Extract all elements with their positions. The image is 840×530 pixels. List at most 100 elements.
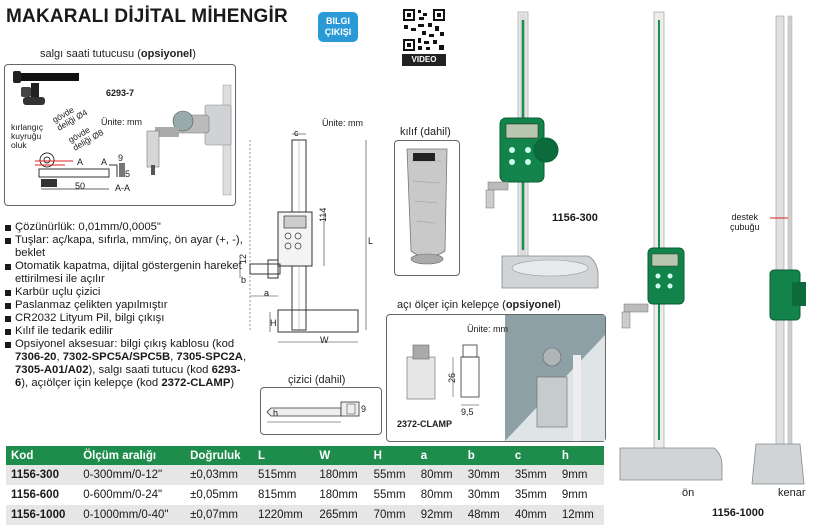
video-label: VIDEO xyxy=(402,54,446,66)
table-cell: 40mm xyxy=(509,505,557,525)
acc-text-6: ), açıölçer için kelepçe (kod xyxy=(21,377,162,389)
col-header: W xyxy=(314,446,369,465)
scriber-illustration xyxy=(266,401,360,423)
table-cell: 1156-1000 xyxy=(6,505,79,525)
clamp-caption: açı ölçer için kelepçe (opsiyonel) xyxy=(397,299,561,311)
spec-item: Karbür uçlu çizici xyxy=(4,286,250,299)
table-cell: 35mm xyxy=(509,485,557,505)
col-header: Doğruluk xyxy=(185,446,253,465)
acc-text-5: ), salgı saati tutucu (kod xyxy=(88,364,212,376)
table-cell: 515mm xyxy=(252,465,315,485)
acc-code-5: 6293-6 xyxy=(15,364,241,389)
acc-code-2: 7302-SPC5A/SPC5B xyxy=(62,351,171,363)
table-cell: 30mm xyxy=(462,485,510,505)
table-cell: 30mm xyxy=(462,465,510,485)
acc-text-4: , xyxy=(242,351,247,363)
holder-dim-5: 5 xyxy=(125,169,131,179)
spec-item: CR2032 Lityum Pil, bilgi çıkışı xyxy=(4,312,250,325)
support-line-2: çubuğu xyxy=(730,222,760,232)
holder-illustration xyxy=(13,71,232,196)
spec-item: Otomatik kapatma, dijital göstergenin ha… xyxy=(4,260,250,286)
page-title: MAKARALI DİJİTAL MİHENGİR xyxy=(6,6,288,27)
acc-text-2: , xyxy=(56,351,63,363)
drawing-dim-H: H xyxy=(270,318,277,328)
clamp-dim-95: 9,5 xyxy=(461,407,474,417)
spec-list: Çözünürlük: 0,01mm/0,0005" Tuşlar: aç/ka… xyxy=(4,221,250,390)
col-header: Kod xyxy=(6,446,79,465)
acc-text-3: , xyxy=(170,351,177,363)
table-row: 1156-600 0-600mm/0-24" ±0,05mm 815mm 180… xyxy=(6,485,604,505)
col-header: L xyxy=(252,446,315,465)
clamp-caption-bold: opsiyonel xyxy=(505,299,558,311)
case-caption: kılıf (dahil) xyxy=(400,126,451,138)
table-header-row: Kod Ölçüm aralığı Doğruluk L W H a b c h xyxy=(6,446,604,465)
height-gauge-drawing xyxy=(239,133,367,343)
table-row: 1156-300 0-300mm/0-12" ±0,03mm 515mm 180… xyxy=(6,465,604,485)
col-header: Ölçüm aralığı xyxy=(78,446,186,465)
table-cell: 0-600mm/0-24" xyxy=(78,485,186,505)
case-illustration xyxy=(406,148,448,265)
holder-dim-AA: A-A xyxy=(115,183,131,193)
table-cell: 0-300mm/0-12" xyxy=(78,465,186,485)
spec-item: Kılıf ile tedarik edilir xyxy=(4,325,250,338)
acc-code-4: 7305-A01/A02 xyxy=(15,364,89,376)
col-header: h xyxy=(556,446,604,465)
qr-code-icon[interactable] xyxy=(402,8,446,52)
table-cell: 55mm xyxy=(368,485,416,505)
table-cell: ±0,07mm xyxy=(185,505,253,525)
table-cell: 9mm xyxy=(556,465,604,485)
col-header: b xyxy=(462,446,510,465)
table-cell: 1156-300 xyxy=(6,465,79,485)
table-cell: 70mm xyxy=(368,505,416,525)
clamp-caption-suffix: ) xyxy=(557,299,561,311)
table-cell: 1220mm xyxy=(252,505,315,525)
holder-dim-9: 9 xyxy=(118,153,124,163)
col-header: a xyxy=(415,446,463,465)
holder-caption-suffix: ) xyxy=(192,48,196,60)
holder-panel: 6293-7 Ünite: mm kırlangıç kuyruğu oluk … xyxy=(4,64,236,206)
label-oluk: oluk xyxy=(11,140,27,150)
table-cell: 0-1000mm/0-40" xyxy=(78,505,186,525)
label-kirlangic: kırlangıç xyxy=(11,122,44,132)
table-cell: 35mm xyxy=(509,465,557,485)
clamp-panel: Ünite: mm 26 9,5 2372-CLAMP xyxy=(386,314,606,442)
support-rod-label: destek çubuğu xyxy=(730,212,760,232)
holder-dim-50: 50 xyxy=(75,181,86,191)
scriber-caption: çizici (dahil) xyxy=(288,374,346,386)
drawing-dim-c: c xyxy=(294,128,299,138)
table-cell: 9mm xyxy=(556,485,604,505)
drawing-dim-12: 12 xyxy=(238,253,248,264)
table-cell: ±0,03mm xyxy=(185,465,253,485)
col-header: c xyxy=(509,446,557,465)
table-cell: 55mm xyxy=(368,465,416,485)
scriber-panel: h 9 xyxy=(260,387,382,435)
acc-code-6: 2372-CLAMP xyxy=(161,377,231,389)
product-1156-1000-front-image xyxy=(619,11,723,481)
acc-text-1: Opsiyonel aksesuar: bilgi çıkış kablosu … xyxy=(15,338,235,350)
label-kuyrugu: kuyruğu xyxy=(11,131,42,141)
spec-item-accessories: Opsiyonel aksesuar: bilgi çıkış kablosu … xyxy=(4,338,250,390)
spec-item: Çözünürlük: 0,01mm/0,0005" xyxy=(4,221,250,234)
view-side-label: kenar xyxy=(778,487,806,499)
table-cell: 80mm xyxy=(415,485,463,505)
drawing-dim-114: 114 xyxy=(318,207,328,222)
product-1156-300-label: 1156-300 xyxy=(552,212,598,224)
spec-item: Tuşlar: aç/kapa, sıfırla, mm/inç, ön aya… xyxy=(4,234,250,260)
clamp-caption-prefix: açı ölçer için kelepçe ( xyxy=(397,299,506,311)
badge-line-2: ÇIKIŞI xyxy=(324,27,352,37)
holder-code: 6293-7 xyxy=(106,88,135,98)
product-1156-300-image xyxy=(485,11,599,289)
table-cell: 180mm xyxy=(314,465,369,485)
data-output-badge: BILGI ÇIKIŞI xyxy=(318,12,358,42)
table-cell: 12mm xyxy=(556,505,604,525)
product-1156-1000-label: 1156-1000 xyxy=(712,507,764,519)
support-line-1: destek xyxy=(731,212,759,222)
holder-caption-bold: opsiyonel xyxy=(140,48,193,60)
acc-code-1: 7306-20 xyxy=(15,351,57,363)
holder-dovetail-label: kırlangıç kuyruğu oluk xyxy=(11,123,43,150)
table-cell: 48mm xyxy=(462,505,510,525)
badge-line-1: BILGI xyxy=(326,16,350,26)
holder-dim-A2: A xyxy=(101,157,108,167)
clamp-unit: Ünite: mm xyxy=(467,324,509,334)
table-cell: 92mm xyxy=(415,505,463,525)
